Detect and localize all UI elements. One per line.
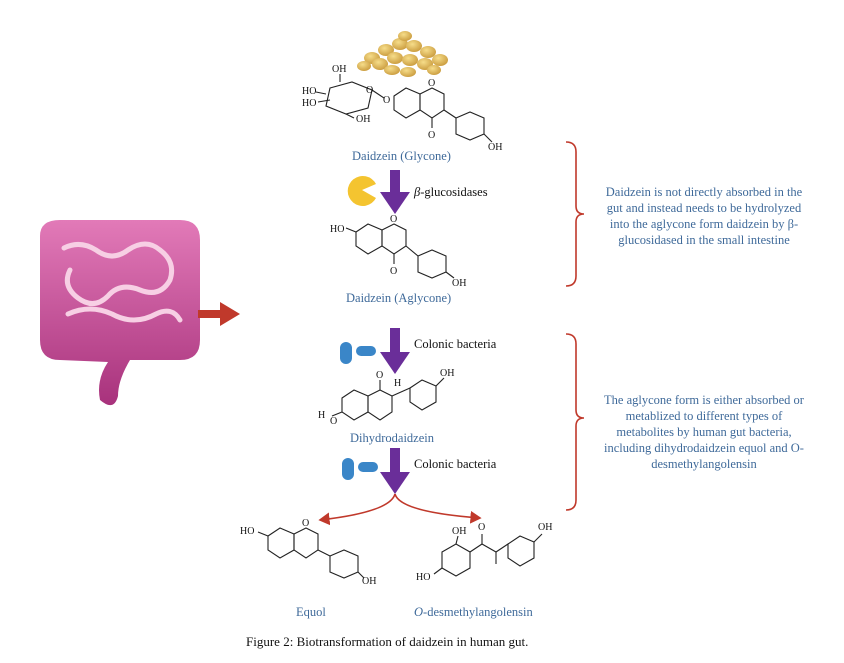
- atom-o: O: [428, 130, 435, 141]
- bacteria-icon: [340, 342, 376, 364]
- daidzein-glycone-structure: OH HO HO OH O O O O OH: [302, 64, 502, 153]
- note-line: The aglycone form is either absorbed or: [604, 393, 805, 407]
- label-colonic-bacteria-2: Colonic bacteria: [414, 457, 497, 471]
- atom-ho: HO: [240, 526, 254, 537]
- label-daidzein-aglycone: Daidzein (Aglycone): [346, 291, 451, 305]
- enzyme-pacman-icon: [347, 176, 376, 206]
- atom-h: H: [318, 410, 325, 421]
- atom-ho: HO: [302, 86, 316, 97]
- atom-o: O: [302, 518, 309, 529]
- soybeans-icon: [357, 31, 448, 77]
- note-line: Daidzein is not directly absorbed in the: [606, 185, 803, 199]
- note-2: The aglycone form is either absorbed or m…: [604, 393, 805, 471]
- atom-h: H: [394, 378, 401, 389]
- atom-o: O: [390, 214, 397, 225]
- purple-arrow-1: [380, 170, 410, 214]
- odma-structure: OH HO O OH: [416, 522, 552, 583]
- note-line: metabolites by human gut bacteria,: [616, 425, 791, 439]
- atom-ho: HO: [330, 224, 344, 235]
- label-daidzein-glycone: Daidzein (Glycone): [352, 149, 451, 163]
- atom-ho: HO: [302, 98, 316, 109]
- atom-oh: OH: [538, 522, 552, 533]
- bracket-2: [565, 333, 585, 511]
- note-line: gut and instead needs to be hydrolyzed: [607, 201, 802, 215]
- purple-arrow-3: [380, 448, 410, 494]
- intestine-icon: [40, 220, 200, 406]
- note-line: desmethylangolensin: [651, 457, 757, 471]
- atom-oh: OH: [332, 64, 346, 75]
- figure-caption: Figure 2: Biotransformation of daidzein …: [246, 634, 528, 649]
- equol-structure: HO O OH: [240, 518, 376, 587]
- label-odma: O-desmethylangolensin: [414, 605, 533, 619]
- atom-o: O: [376, 370, 383, 381]
- atom-oh: OH: [452, 278, 466, 289]
- atom-ho: HO: [416, 572, 430, 583]
- bacteria-icon: [342, 458, 378, 480]
- atom-o: O: [330, 416, 337, 427]
- intestine-pointer-arrow: [198, 302, 240, 326]
- bracket-1: [565, 141, 585, 287]
- purple-arrow-2: [380, 328, 410, 374]
- label-equol: Equol: [296, 605, 326, 619]
- atom-o: O: [428, 78, 435, 89]
- note-line: metablized to different types of: [626, 409, 783, 423]
- note-1: Daidzein is not directly absorbed in the…: [606, 185, 803, 247]
- note-line: including dihydrodaidzein equol and O-: [604, 441, 804, 455]
- atom-oh: OH: [362, 576, 376, 587]
- atom-oh: OH: [440, 368, 454, 379]
- label-colonic-bacteria-1: Colonic bacteria: [414, 337, 497, 351]
- atom-oh: OH: [356, 114, 370, 125]
- atom-o: O: [366, 85, 373, 96]
- atom-oh: OH: [488, 142, 502, 153]
- split-arrows: [318, 493, 482, 526]
- note-line: into the aglycone form daidzein by β-: [610, 217, 798, 231]
- label-beta-glucosidases: β-glucosidases: [413, 185, 488, 199]
- dihydrodaidzein-structure: H O O H OH: [318, 368, 454, 427]
- atom-o: O: [383, 95, 390, 106]
- label-dihydrodaidzein: Dihydrodaidzein: [350, 431, 435, 445]
- daidzein-aglycone-structure: HO O O OH: [330, 214, 466, 289]
- atom-o: O: [390, 266, 397, 277]
- atom-o: O: [478, 522, 485, 533]
- note-line: glucosidased in the small intestine: [618, 233, 790, 247]
- atom-oh: OH: [452, 526, 466, 537]
